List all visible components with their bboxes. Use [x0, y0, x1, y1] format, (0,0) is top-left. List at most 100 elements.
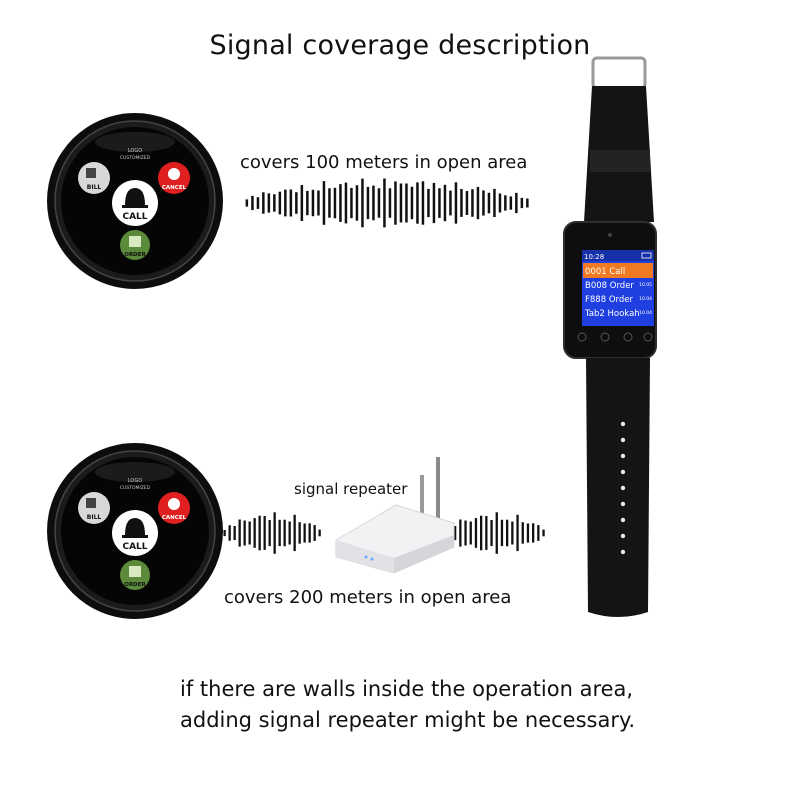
wave-bar	[493, 188, 496, 217]
wave-bar	[495, 512, 498, 554]
wave-bar	[485, 516, 488, 550]
coverage-caption-200m: covers 200 meters in open area	[224, 587, 512, 608]
watch-strap-bottom	[586, 358, 650, 617]
strap-holes	[620, 421, 626, 555]
wave-bar	[339, 184, 342, 222]
wave-bar	[308, 523, 311, 543]
wave-bar	[328, 188, 331, 218]
wave-bar	[427, 188, 430, 218]
wave-bar	[268, 520, 271, 547]
wave-bar	[526, 523, 530, 543]
bell-icon	[125, 188, 145, 205]
wave-bar	[449, 190, 452, 216]
strap-hole	[620, 437, 626, 443]
watch-message-row: Tab2 Hookah	[584, 309, 640, 319]
svg-text:CANCEL: CANCEL	[162, 515, 187, 521]
strap-hole	[620, 469, 626, 475]
watch-message-row: B008 Order	[585, 281, 634, 291]
wave-bar	[306, 190, 309, 216]
wave-bar	[263, 516, 266, 550]
svg-text:ORDER: ORDER	[124, 582, 146, 588]
wave-bar	[476, 186, 480, 220]
footer-note-line-1: if there are walls inside the operation …	[180, 677, 634, 701]
wave-bar	[228, 525, 231, 541]
watch-buckle	[591, 56, 647, 90]
wave-bar	[278, 519, 281, 547]
wave-bar	[318, 529, 321, 537]
wave-bar	[355, 185, 359, 221]
wave-bar	[267, 193, 271, 213]
watch-message-time: 10.04	[639, 296, 652, 302]
wave-bar	[490, 520, 493, 547]
wave-bar	[471, 189, 474, 217]
wave-bar	[394, 181, 397, 225]
strap-hole	[620, 517, 626, 523]
bell-icon	[125, 518, 145, 535]
order-icon	[129, 236, 141, 247]
svg-text:CALL: CALL	[122, 542, 147, 552]
wave-bar	[460, 189, 463, 217]
wave-bar	[399, 183, 403, 223]
svg-text:CANCEL: CANCEL	[162, 185, 187, 191]
wave-bar	[233, 526, 236, 541]
wave-bar	[506, 519, 509, 547]
wave-bar	[443, 184, 447, 222]
bill-button: BILL	[78, 162, 110, 194]
wave-bar	[253, 518, 256, 548]
wave-bar	[542, 529, 545, 537]
battery-icon	[641, 252, 652, 259]
wave-bar	[532, 523, 535, 543]
call-button-device-1: LOGO CUSTOMIZED BILL CANCEL CALL ORDER	[47, 113, 223, 289]
watch-message-row: F888 Order	[585, 295, 633, 305]
wave-bar	[251, 195, 254, 211]
wave-bar	[258, 515, 261, 551]
wave-bar	[273, 194, 276, 212]
signal-repeater-image	[335, 457, 455, 574]
strap-hole	[620, 485, 626, 491]
wave-bar	[504, 195, 507, 211]
strap-hole	[620, 453, 626, 459]
watch-message-row: 0001 Call	[585, 267, 625, 277]
strap-hole	[620, 501, 626, 507]
wave-bar	[278, 191, 282, 215]
svg-text:CALL: CALL	[122, 212, 147, 222]
wave-bar	[500, 519, 504, 547]
watch-row-highlight	[583, 263, 653, 278]
wave-bar	[262, 192, 265, 214]
wave-bar	[388, 188, 392, 218]
wave-bar	[333, 187, 337, 219]
wave-bar	[289, 189, 293, 217]
wave-bar	[317, 190, 320, 216]
footer-note: if there are walls inside the operation …	[180, 674, 635, 736]
footer-note-line-2: adding signal repeater might be necessar…	[180, 708, 636, 732]
cancel-icon	[168, 498, 180, 510]
wave-bar	[243, 520, 246, 546]
wave-bar	[515, 192, 518, 214]
status-time: 10:28	[584, 253, 604, 261]
wave-bar	[313, 525, 316, 541]
order-icon	[129, 566, 141, 577]
wave-bar	[469, 521, 472, 545]
wave-bar	[405, 183, 408, 223]
wave-bar	[377, 188, 381, 218]
wave-bar	[361, 178, 364, 228]
bill-icon	[86, 168, 96, 178]
wave-bar	[366, 186, 370, 220]
wave-bar	[454, 182, 458, 224]
wave-bar	[256, 197, 260, 209]
customized-text: CUSTOMIZED	[120, 155, 151, 161]
logo-text: LOGO	[128, 478, 142, 484]
customized-text: CUSTOMIZED	[120, 485, 151, 491]
page-title: Signal coverage description	[209, 30, 591, 61]
svg-text:BILL: BILL	[87, 514, 102, 521]
svg-text:BILL: BILL	[87, 184, 102, 191]
signal-wave-2b	[443, 512, 545, 554]
wave-bar	[311, 189, 315, 217]
wave-bar	[322, 181, 326, 225]
wave-bar	[344, 182, 348, 224]
repeater-label: signal repeater	[294, 480, 408, 498]
signal-wave-2a	[223, 512, 321, 554]
watch-message-time: 10.04	[639, 310, 652, 316]
cancel-button: CANCEL	[158, 492, 190, 524]
